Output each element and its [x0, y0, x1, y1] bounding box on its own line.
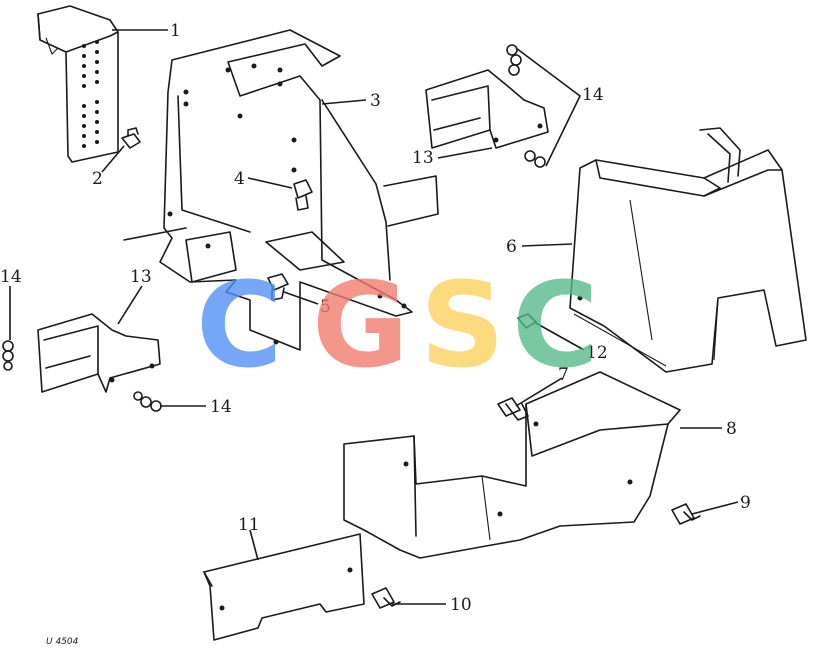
part-8-bottom-shield: [343, 371, 681, 559]
part-14-hardware-lower: [133, 391, 162, 412]
part-7-bolt: [497, 397, 529, 421]
callout-3: 3: [370, 91, 381, 111]
callout-6: 6: [506, 237, 517, 257]
part-13-bracket-upper: [425, 69, 549, 149]
part-12-bolt: [517, 313, 537, 329]
watermark-letter: S: [420, 256, 505, 394]
part-14-hardware-upper: [506, 44, 546, 168]
part-13-bracket-lower: [37, 313, 161, 393]
callout-13-upper: 13: [412, 148, 434, 168]
callout-12: 12: [586, 343, 608, 363]
part-1-bracket: [37, 5, 119, 163]
callout-14-left: 14: [0, 267, 22, 287]
watermark: C G S C: [196, 256, 599, 394]
callout-11: 11: [238, 515, 260, 535]
callout-8: 8: [726, 419, 737, 439]
callout-7: 7: [558, 365, 569, 385]
part-11-side-plate: [203, 533, 365, 641]
figure-code: U 4504: [46, 637, 79, 647]
part-4-bolt: [293, 179, 313, 211]
part-3-main-frame: [123, 29, 439, 351]
part-10-bolt: [371, 587, 401, 609]
part-2-bolt: [121, 127, 141, 149]
callout-1: 1: [170, 21, 181, 41]
leader-lines: [9, 29, 739, 605]
callout-4: 4: [234, 169, 245, 189]
watermark-letter: G: [312, 256, 409, 394]
callout-5: 5: [320, 297, 331, 317]
callout-14-upper: 14: [582, 85, 604, 105]
part-14-hardware-left: [2, 340, 14, 371]
watermark-letter: C: [512, 256, 599, 394]
callout-2: 2: [92, 169, 103, 189]
part-9-bolt: [671, 503, 701, 525]
part-5-bolt: [267, 273, 289, 301]
callout-labels: 1 2 3 4 5 6 7 8 9 10 11 12 13 13 14 14 1…: [0, 21, 751, 615]
callout-9: 9: [740, 493, 751, 513]
watermark-letter: C: [196, 256, 283, 394]
callout-14-lower: 14: [210, 397, 232, 417]
part-6-cover: [569, 127, 807, 373]
callout-13-lower: 13: [130, 267, 152, 287]
callout-10: 10: [450, 595, 472, 615]
